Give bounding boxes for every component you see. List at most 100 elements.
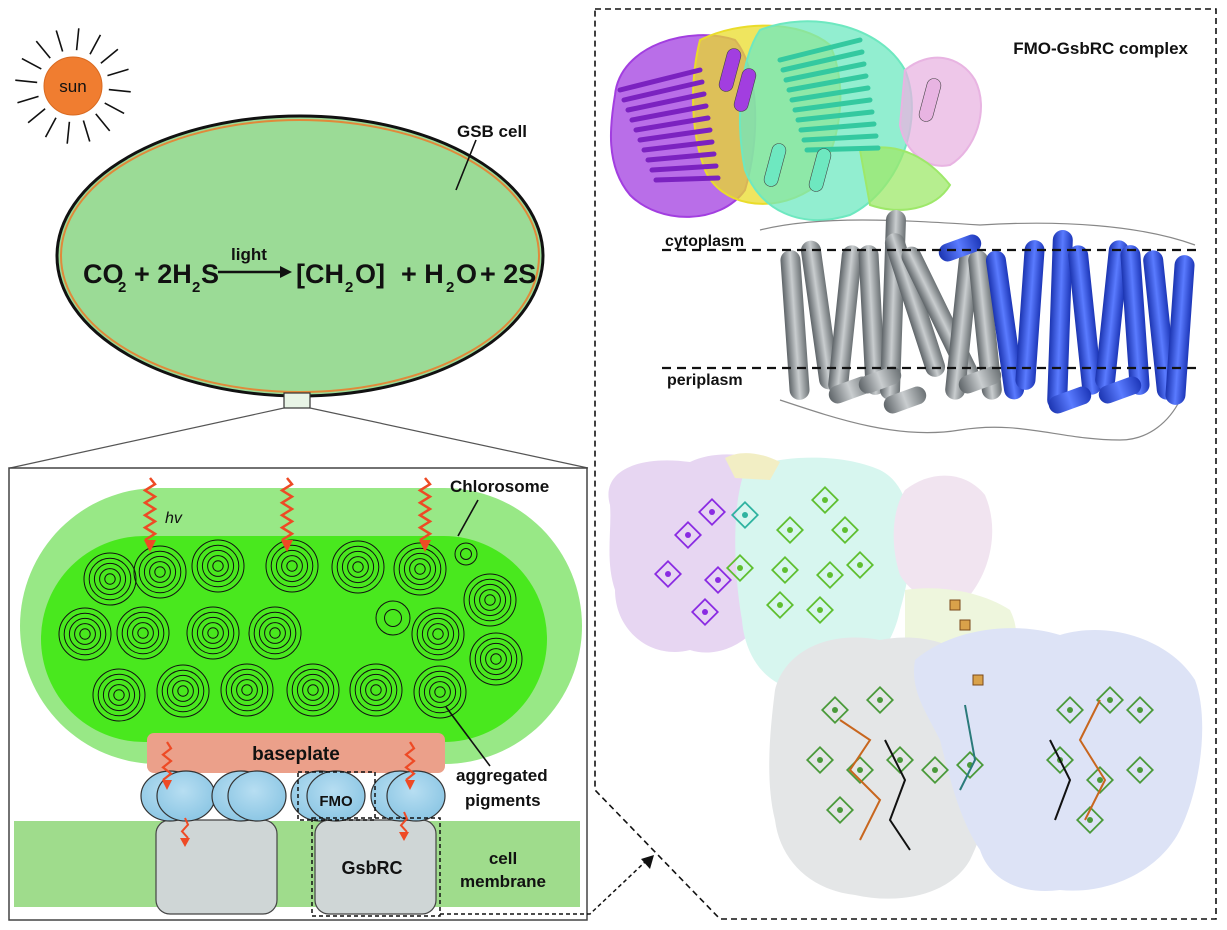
pigment-ring [463, 573, 517, 627]
bchl-magnesium-center [1087, 817, 1093, 823]
pigment-ring [354, 668, 398, 712]
bchl-magnesium-center [709, 509, 715, 515]
gsbrc-highlight-box [311, 817, 441, 917]
sun-ray [44, 117, 57, 138]
bchl-magnesium-center [877, 697, 883, 703]
pigment-ring [460, 548, 472, 560]
beta-strand [792, 97, 873, 113]
helix-cylinder [718, 48, 742, 92]
connector-arrow-icon [641, 855, 654, 869]
pigment-ring [286, 560, 298, 572]
pigment-ring [102, 678, 136, 712]
beta-strand [645, 151, 717, 163]
sun-ray [100, 48, 119, 64]
pigment-ring [113, 689, 125, 701]
pigment-ring [196, 616, 230, 650]
zoom-line-right [309, 407, 589, 469]
bchl-molecule-icon [725, 553, 755, 583]
bchl-molecule-icon [1085, 765, 1115, 795]
pigment-ring [225, 668, 269, 712]
fe-s-cluster-icon [959, 619, 971, 631]
sun-ray [75, 28, 80, 51]
bacteriochlorophyll-molecules [653, 485, 1155, 851]
pigment-ring [341, 550, 375, 584]
bchl-molecule-icon [697, 497, 727, 527]
eq-h2o-b: O [456, 259, 477, 289]
pigment-ring [196, 544, 240, 588]
pigment-ring [473, 583, 507, 617]
lipid-chain [959, 704, 977, 791]
pigment-ring [154, 566, 166, 578]
pigment-ring [349, 663, 403, 717]
pigment-ring [149, 561, 171, 583]
pigment-ring [258, 616, 292, 650]
pigment-ring [74, 623, 96, 645]
photosynthesis-equation: CO 2 + 2H 2 S light [CH 2 O] + H 2 O + 2… [83, 245, 536, 296]
aggregated-pigments-group [58, 539, 523, 722]
bchl-molecule-icon [690, 597, 720, 627]
pigment-ring [347, 556, 369, 578]
pigment-ring [121, 611, 165, 655]
bchl-molecule-icon [775, 515, 805, 545]
pigment-ring [302, 679, 324, 701]
surface-structure [608, 453, 1203, 899]
sun-ray [66, 121, 71, 144]
zoom-line-left [9, 407, 285, 469]
bchl-molecule-icon [805, 745, 835, 775]
beta-strand [786, 73, 869, 93]
pigment-ring [143, 555, 177, 589]
loop-trace [759, 219, 1196, 246]
helix-horizontal [883, 386, 927, 414]
fmo-trimer-front [306, 770, 366, 822]
bchl-molecule-icon [885, 745, 915, 775]
eq-light: light [231, 245, 267, 264]
energy-transfer-wave [180, 817, 190, 839]
bchl-magnesium-center [1097, 777, 1103, 783]
pigment-ring [212, 560, 224, 572]
helix-cylinder [763, 143, 787, 187]
baseplate-label: baseplate [252, 744, 340, 765]
helix-blue [1047, 230, 1073, 410]
pigment-ring [177, 685, 189, 697]
pigment-ring [414, 563, 426, 575]
pigment-ring [207, 555, 229, 577]
sun-ray [104, 102, 125, 115]
helix-gray [828, 245, 862, 395]
pigment-ring [474, 637, 518, 681]
pigment-ring [172, 680, 194, 702]
bchl-magnesium-center [837, 807, 843, 813]
transmembrane-helices [780, 210, 1195, 414]
eq-s: S [201, 259, 219, 289]
helix-gray [800, 240, 840, 390]
beta-strand [637, 127, 713, 143]
pigment-ring [370, 684, 382, 696]
sun-ray [108, 88, 131, 93]
pigment-ring [207, 627, 219, 639]
pigment-ring [186, 606, 240, 660]
pigment-ring [393, 542, 447, 596]
pigment-ring [138, 550, 182, 594]
pigment-ring [220, 663, 274, 717]
helix-blue [1015, 240, 1045, 390]
pigment-ring [423, 675, 457, 709]
pigment-ring [241, 684, 253, 696]
bchl-molecule-icon [810, 485, 840, 515]
bchl-molecule-icon [1095, 685, 1125, 715]
pigment-ring [398, 547, 442, 591]
connector-dashed [440, 861, 646, 915]
pigment-ring [166, 674, 200, 708]
pigment-ring [331, 540, 385, 594]
sun-ray [27, 108, 46, 124]
pigment-ring [490, 653, 502, 665]
bchl-magnesium-center [857, 562, 863, 568]
pigment-ring [409, 558, 431, 580]
bchl-molecule-icon [845, 550, 875, 580]
sun-ray [89, 34, 102, 55]
eq-h2o-subscript: 2 [446, 279, 454, 296]
bchl-molecule-icon [920, 755, 950, 785]
lipid-chain [884, 739, 911, 851]
pigment-ring [429, 681, 451, 703]
pigment-ring [161, 669, 205, 713]
energy-transfer-wave [399, 811, 409, 833]
cell-label-leader [455, 139, 477, 191]
